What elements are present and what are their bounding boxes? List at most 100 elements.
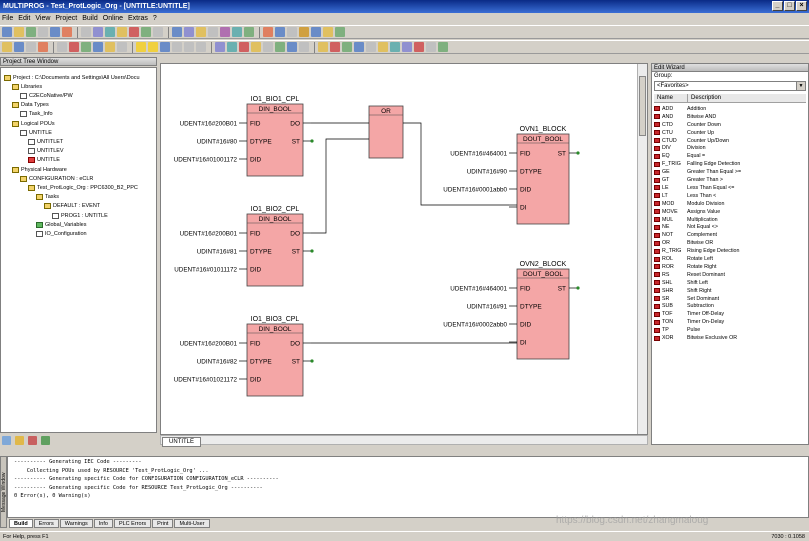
toolbar-button-icon[interactable] xyxy=(62,27,72,37)
toolbar-button-icon[interactable] xyxy=(136,42,146,52)
toolbar-button-icon[interactable] xyxy=(14,42,24,52)
toolbar-button-icon[interactable] xyxy=(153,27,163,37)
message-tab-plc-errors[interactable]: PLC Errors xyxy=(113,518,152,528)
toolbar-button-icon[interactable] xyxy=(81,42,91,52)
close-button[interactable]: × xyxy=(796,1,807,11)
toolbar-button-icon[interactable] xyxy=(378,42,388,52)
fbd-diagram[interactable]: IO1_BIO1_CPLDIN_BOOLFIDUDENT#16#200B01DT… xyxy=(161,64,639,435)
editor-vertical-scrollbar[interactable] xyxy=(637,64,647,434)
toolbar-button-icon[interactable] xyxy=(172,27,182,37)
toolbar-button-icon[interactable] xyxy=(414,42,424,52)
toolbar-button-icon[interactable] xyxy=(57,42,67,52)
toolbar-button-icon[interactable] xyxy=(2,27,12,37)
minimize-button[interactable]: _ xyxy=(772,1,783,11)
message-tab-print[interactable]: Print xyxy=(152,518,174,528)
tree-item[interactable]: UNTITLEV xyxy=(28,148,64,155)
toolbar-button-icon[interactable] xyxy=(148,42,158,52)
toolbar-button-icon[interactable] xyxy=(93,27,103,37)
toolbar-button-icon[interactable] xyxy=(184,42,194,52)
column-description[interactable]: Description xyxy=(691,95,722,101)
scroll-thumb[interactable] xyxy=(639,76,646,136)
toolbar-button-icon[interactable] xyxy=(330,42,340,52)
toolbar-button-icon[interactable] xyxy=(354,42,364,52)
toolbar-button-icon[interactable] xyxy=(335,27,345,37)
toolbar-button-icon[interactable] xyxy=(390,42,400,52)
toolbar-button-icon[interactable] xyxy=(117,27,127,37)
toolbar-button-icon[interactable] xyxy=(287,27,297,37)
toolbar-button-icon[interactable] xyxy=(172,42,182,52)
tree-item[interactable]: IO_Configuration xyxy=(36,230,87,237)
menu-file[interactable]: File xyxy=(2,15,14,22)
tree-item[interactable]: Project : C:\Documents and Settings\All … xyxy=(4,74,140,81)
toolbar-button-icon[interactable] xyxy=(227,42,237,52)
toolbar-button-icon[interactable] xyxy=(14,27,24,37)
tree-item[interactable]: Physical Hardware xyxy=(12,166,67,173)
toolbar-button-icon[interactable] xyxy=(38,27,48,37)
tree-item[interactable]: UNTITLE xyxy=(28,157,60,164)
tree-item[interactable]: UNTITLET xyxy=(28,138,63,145)
toolbar-button-icon[interactable] xyxy=(244,27,254,37)
toolbar-button-icon[interactable] xyxy=(275,27,285,37)
library-icon[interactable] xyxy=(28,436,37,445)
tree-item[interactable]: PROG1 : UNTITLE xyxy=(52,212,108,219)
toolbar-button-icon[interactable] xyxy=(402,42,412,52)
toolbar-button-icon[interactable] xyxy=(275,42,285,52)
toolbar-button-icon[interactable] xyxy=(263,27,273,37)
toolbar-button-icon[interactable] xyxy=(129,27,139,37)
toolbar-button-icon[interactable] xyxy=(105,27,115,37)
message-tab-errors[interactable]: Errors xyxy=(33,518,59,528)
toolbar-button-icon[interactable] xyxy=(196,42,206,52)
toolbar-button-icon[interactable] xyxy=(251,42,261,52)
toolbar-button-icon[interactable] xyxy=(26,27,36,37)
menu-extras[interactable]: Extras xyxy=(128,15,148,22)
message-tab-info[interactable]: Info xyxy=(93,518,113,528)
toolbar-button-icon[interactable] xyxy=(93,42,103,52)
toolbar-button-icon[interactable] xyxy=(438,42,448,52)
toolbar-button-icon[interactable] xyxy=(318,42,328,52)
tree-item[interactable]: Logical POUs xyxy=(12,120,55,127)
toolbar-button-icon[interactable] xyxy=(426,42,436,52)
tree-item[interactable]: C2ECoNative/PW xyxy=(20,92,73,99)
tree-item[interactable]: CONFIGURATION : eCLR xyxy=(20,175,93,182)
message-tab-warnings[interactable]: Warnings xyxy=(59,518,93,528)
toolbar-button-icon[interactable] xyxy=(215,42,225,52)
message-tab-build[interactable]: Build xyxy=(9,518,33,528)
hardware-icon[interactable] xyxy=(41,436,50,445)
editor-tab[interactable]: UNTITLE xyxy=(162,437,202,447)
toolbar-button-icon[interactable] xyxy=(299,27,309,37)
toolbar-button-icon[interactable] xyxy=(263,42,273,52)
toolbar-button-icon[interactable] xyxy=(117,42,127,52)
folder-icon[interactable] xyxy=(15,436,24,445)
toolbar-button-icon[interactable] xyxy=(2,42,12,52)
toolbar-button-icon[interactable] xyxy=(184,27,194,37)
menu-help[interactable]: ? xyxy=(152,15,157,22)
menu-online[interactable]: Online xyxy=(102,15,123,22)
toolbar-button-icon[interactable] xyxy=(105,42,115,52)
column-name[interactable]: Name xyxy=(654,94,688,102)
toolbar-button-icon[interactable] xyxy=(287,42,297,52)
